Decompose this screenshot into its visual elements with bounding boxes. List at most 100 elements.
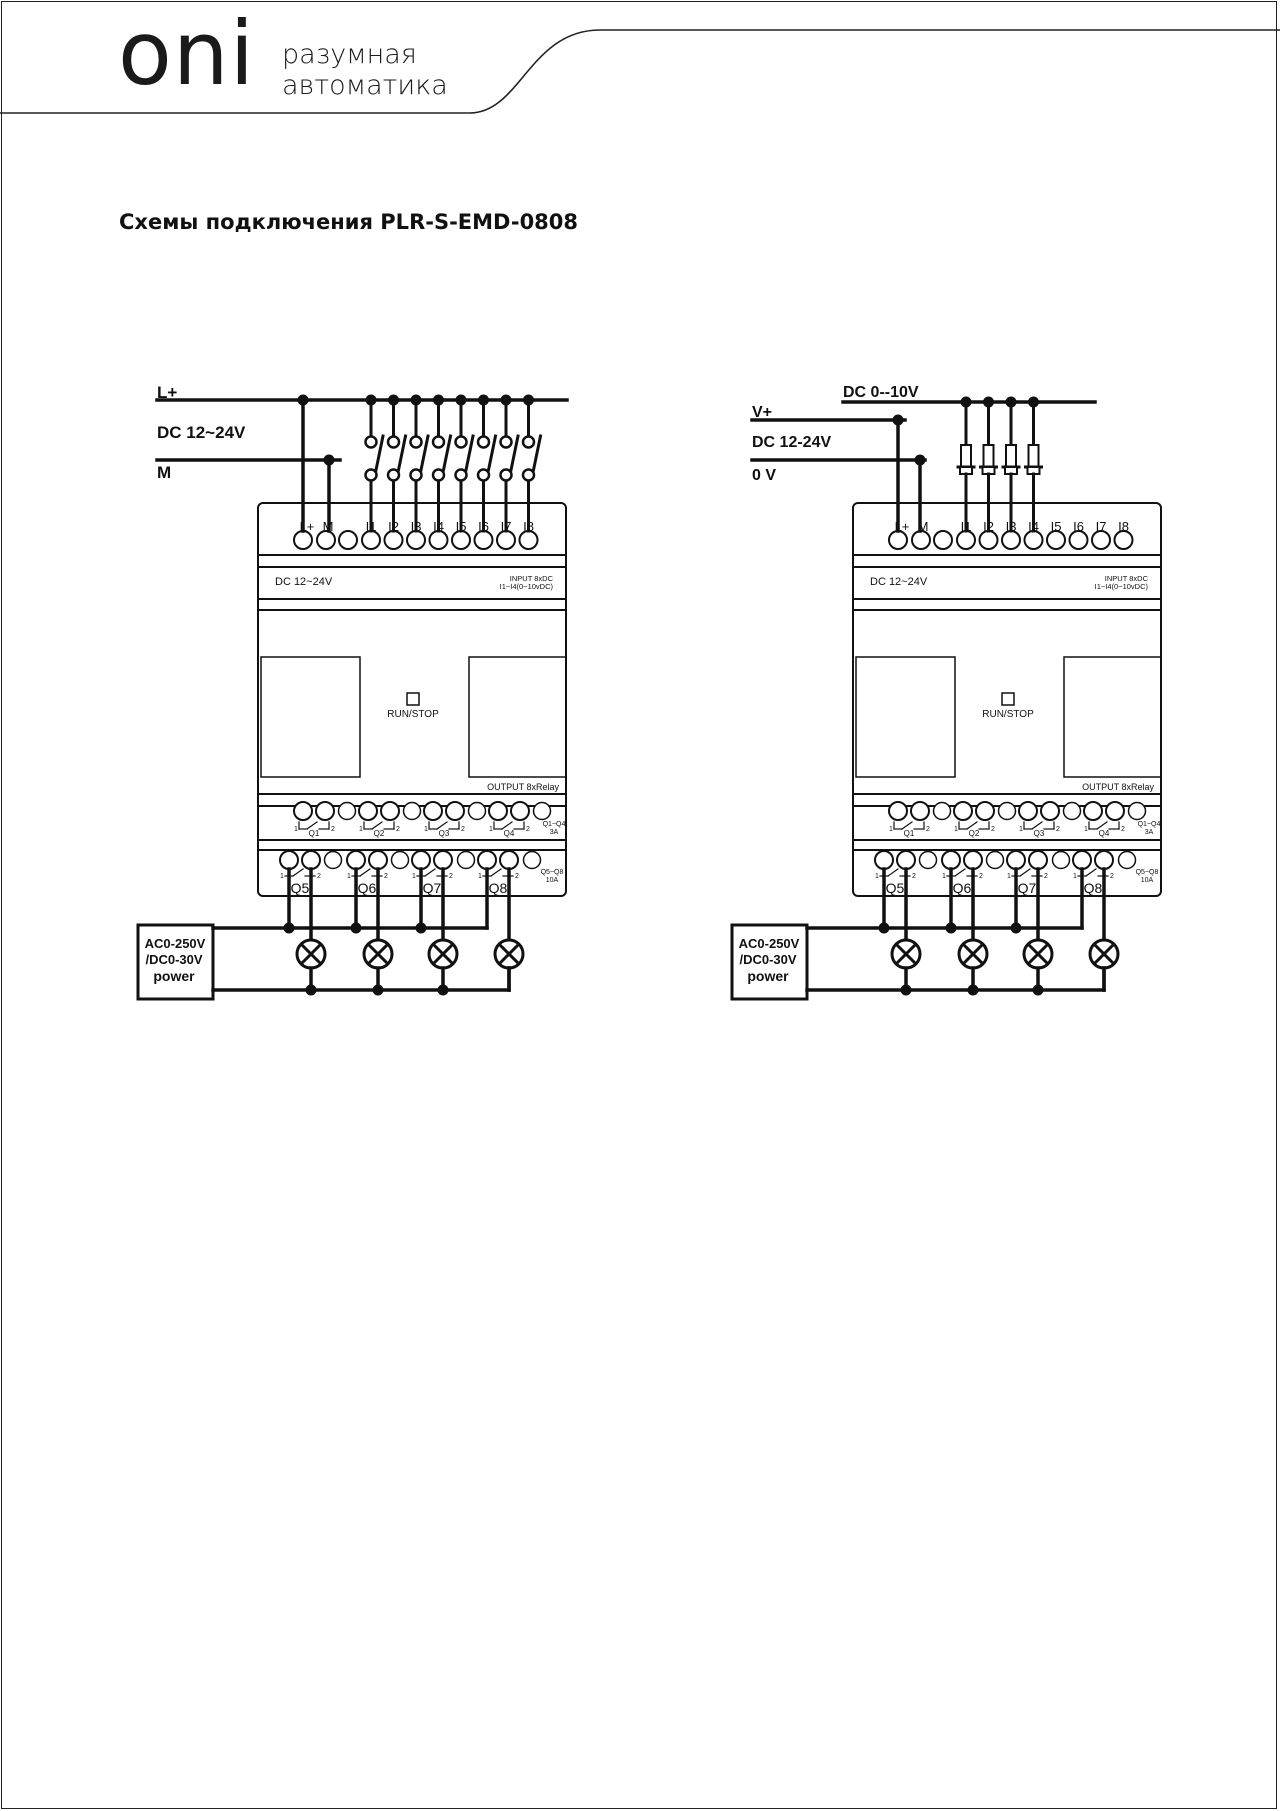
bus-junction-dot (283, 922, 295, 934)
display-window (855, 656, 956, 778)
lamp-cross (894, 942, 918, 966)
output-terminal-screw (896, 850, 916, 870)
contact-pin-label: 1 (1019, 826, 1023, 833)
output-terminal-screw (488, 801, 508, 821)
output-terminal-screw (941, 850, 961, 870)
lower-output-label: Q6 (358, 880, 377, 896)
lower-rating-label: Q5~Q8 (1136, 869, 1159, 876)
output-terminal-screw (358, 801, 378, 821)
contact-pin-label: 2 (449, 873, 453, 880)
output-terminal-screw (1094, 850, 1114, 870)
upper-output-label: Q4 (1099, 829, 1110, 838)
contact-pin-label: 2 (396, 826, 400, 833)
contact-pin-label: 2 (979, 873, 983, 880)
output-terminal-screw (1006, 850, 1026, 870)
analog-sensor-icon (1005, 444, 1017, 468)
contact-pin-label: 2 (526, 826, 530, 833)
load-power-supply-box (136, 923, 215, 1001)
input-terminal-screw (338, 530, 358, 550)
output-terminal-blank (456, 850, 476, 870)
upper-output-label: Q3 (439, 829, 450, 838)
output-info-label: OUTPUT 8xRelay (487, 782, 559, 792)
load-power-label: AC0-250V (145, 936, 206, 951)
relay-contact-symbol (887, 868, 899, 877)
lower-output-label: Q5 (291, 880, 310, 896)
upper-output-label: Q4 (504, 829, 515, 838)
output-terminal-screw (368, 850, 388, 870)
lower-output-label: Q7 (1018, 880, 1037, 896)
output-terminal-screw (411, 850, 431, 870)
output-terminal-blank (918, 850, 938, 870)
output-terminal-screw (975, 801, 995, 821)
relay-contact-symbol (436, 821, 448, 830)
load-power-supply-box (730, 923, 809, 1001)
output-terminal-blank (997, 801, 1017, 821)
display-window (468, 656, 567, 778)
relay-contact-symbol (1031, 821, 1043, 830)
bus-junction-dot (305, 984, 317, 996)
lamp-cross (431, 942, 455, 966)
run-stop-label: RUN/STOP (387, 709, 439, 720)
analog-sensor-icon (1027, 444, 1040, 468)
analog-sensor-icon (982, 444, 995, 468)
supply-voltage-label: DC 12-24V (752, 434, 831, 451)
output-terminal-blank (1127, 801, 1147, 821)
input-info-label: INPUT 8xDC (510, 574, 554, 583)
relay-contact-symbol (1096, 821, 1108, 830)
plc-module-body (852, 502, 1162, 897)
output-terminal-screw (315, 801, 335, 821)
contact-pin-label: 1 (280, 873, 284, 880)
contact-pin-label: 2 (991, 826, 995, 833)
bus-junction-dot (350, 922, 362, 934)
relay-contact-symbol (306, 821, 318, 830)
bus-junction-dot (372, 984, 384, 996)
relay-contact-symbol (490, 868, 502, 877)
contact-pin-label: 2 (1121, 826, 1125, 833)
switch-contact (499, 435, 513, 449)
output-terminal-screw (874, 850, 894, 870)
input-terminal-screw (933, 530, 953, 550)
load-power-label: power (747, 968, 789, 984)
output-terminal-screw (301, 850, 321, 870)
supply-rating-label: DC 12~24V (275, 576, 333, 588)
output-terminal-screw (499, 850, 519, 870)
contact-pin-label: 2 (384, 873, 388, 880)
switch-lever (374, 434, 385, 472)
header-divider (0, 29, 1280, 114)
lower-output-label: Q8 (1084, 880, 1103, 896)
output-terminal-screw (293, 801, 313, 821)
input-terminal-screw (1113, 530, 1134, 550)
upper-rating-label: 3A (1145, 829, 1154, 836)
output-terminal-screw (888, 801, 908, 821)
bus-junction-dot (967, 984, 979, 996)
contact-pin-label: 1 (478, 873, 482, 880)
contact-pin-label: 2 (912, 873, 916, 880)
lower-output-label: Q8 (489, 880, 508, 896)
output-terminal-screw (1040, 801, 1060, 821)
supply-negative-label: 0 V (752, 467, 776, 484)
lamp-cross (497, 942, 521, 966)
supply-negative-label: M (157, 463, 171, 482)
output-terminal-blank (532, 801, 552, 821)
bus-junction-dot (437, 984, 449, 996)
output-terminal-blank (932, 801, 952, 821)
output-terminal-screw (510, 801, 530, 821)
contact-pin-label: 2 (515, 873, 519, 880)
output-terminal-blank (467, 801, 487, 821)
output-terminal-screw (1072, 850, 1092, 870)
relay-contact-symbol (966, 821, 978, 830)
relay-contact-symbol (359, 868, 371, 877)
switch-contact (454, 435, 468, 449)
output-terminal-blank (402, 801, 422, 821)
switch-contact (386, 435, 401, 449)
run-stop-button (406, 692, 420, 706)
output-terminal-blank (390, 850, 410, 870)
lower-output-label: Q5 (886, 880, 905, 896)
contact-pin-label: 2 (461, 826, 465, 833)
input-info-label: I1~I4(0~10vDC) (1095, 582, 1149, 591)
output-terminal-screw (433, 850, 453, 870)
switch-contact (521, 435, 536, 449)
output-terminal-screw (963, 850, 983, 870)
supply-positive-label: V+ (752, 404, 772, 421)
